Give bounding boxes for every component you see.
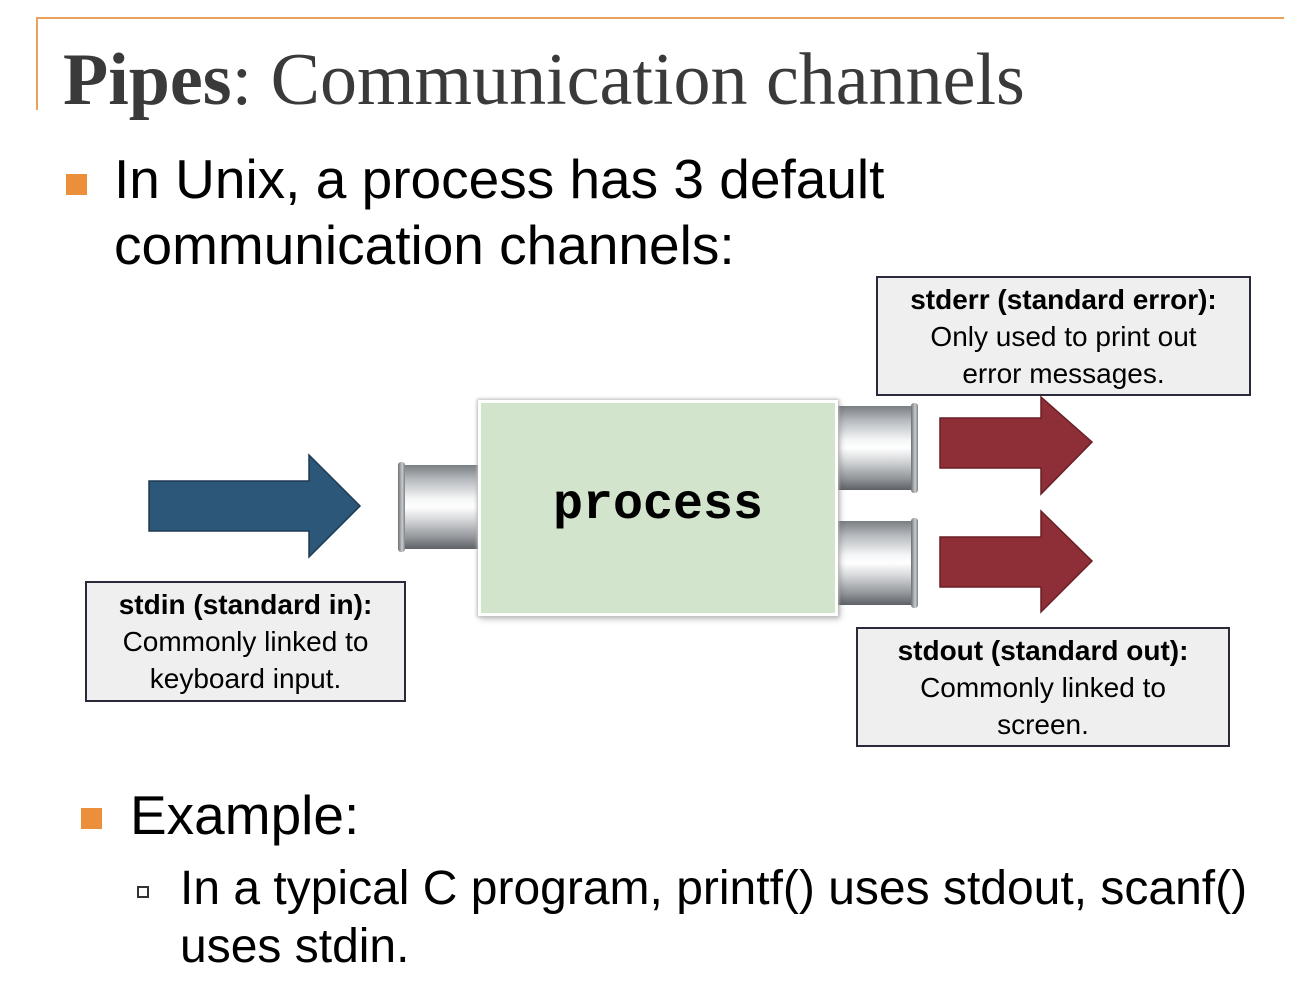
stdout-label-box: stdout (standard out): Commonly linked t… [856,627,1230,747]
stdout-pipe [836,521,916,605]
stdout-arrow [939,509,1094,614]
title-rest: : Communication channels [231,39,1025,121]
input-arrow [148,453,362,559]
stderr-heading: stderr (standard error): [910,284,1217,315]
stdout-line-1: Commonly linked to [920,672,1166,703]
bullet-square-icon [81,808,102,829]
bullet-square-icon [66,174,87,195]
sub-bullet-square-icon [137,886,149,898]
slide-frame-top [36,17,1284,19]
stdin-label-box: stdin (standard in): Commonly linked to … [85,581,406,702]
process-label: process [552,477,764,534]
stderr-pipe-cap [911,403,918,493]
stdin-line-1: Commonly linked to [122,626,369,657]
process-box: process [478,400,838,616]
stderr-line-1: Only used to print out [930,321,1197,352]
stdin-pipe-cap [398,462,405,552]
stdin-line-2: keyboard input. [149,663,342,694]
intro-text: In Unix, a process has 3 default communi… [114,148,885,276]
stderr-pipe [836,406,916,490]
stdin-pipe [400,465,480,549]
example-heading: Example: [130,784,360,846]
stdout-line-2: screen. [997,709,1089,740]
slide-title: Pipes: Communication channels [63,36,1025,125]
title-bold: Pipes [63,39,232,121]
stdout-heading: stdout (standard out): [897,635,1189,666]
stdin-heading: stdin (standard in): [118,589,373,620]
stderr-line-2: error messages. [962,358,1165,389]
stderr-label-box: stderr (standard error): Only used to pr… [876,276,1251,396]
stderr-arrow [939,395,1094,496]
slide-frame-left [36,17,38,110]
example-text: In a typical C program, printf() uses st… [180,862,1248,973]
stdout-pipe-cap [911,518,918,608]
